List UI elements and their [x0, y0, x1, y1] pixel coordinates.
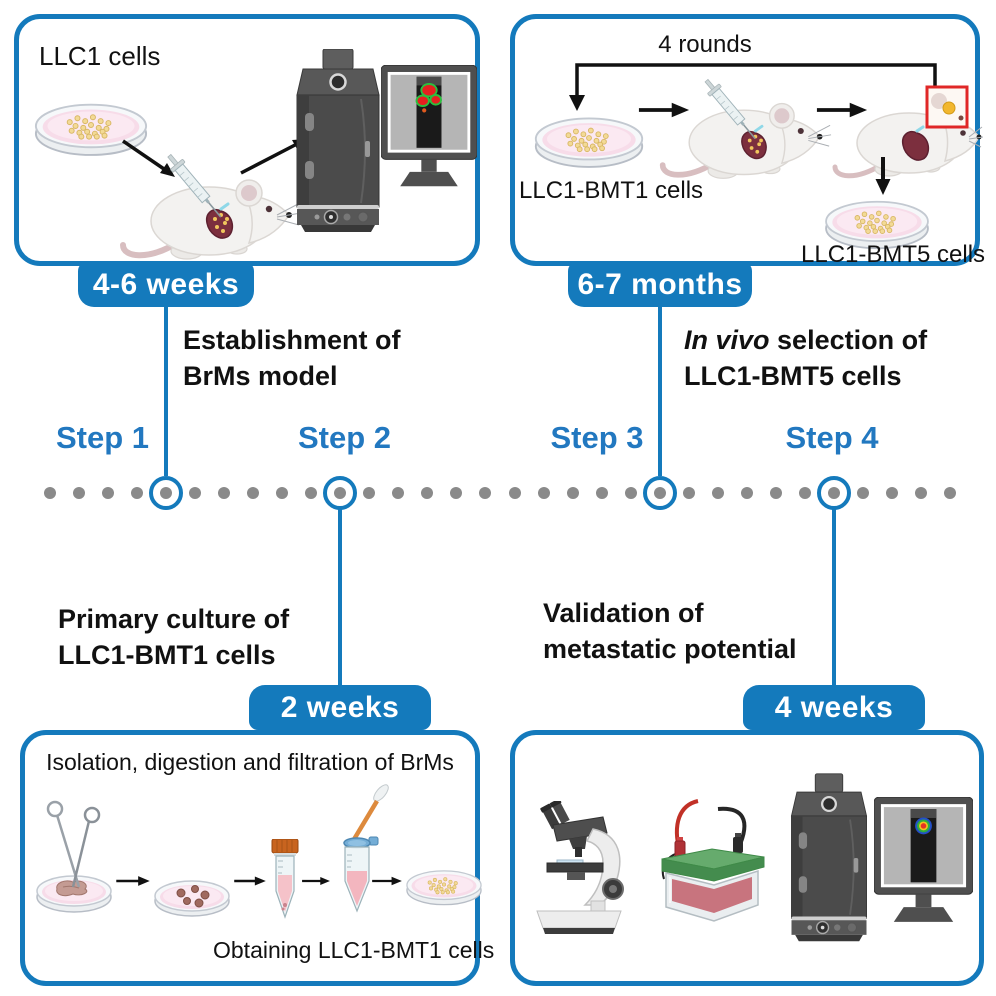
caption-line: Validation of	[543, 598, 704, 628]
timeline-dot	[856, 487, 869, 499]
timeline-dot	[943, 487, 956, 499]
petri-dish-icon	[406, 870, 482, 906]
timeline-dot	[740, 487, 753, 499]
timeline-dot	[44, 487, 56, 499]
timeline-dot	[537, 487, 550, 499]
imaging-system-icon	[295, 49, 381, 233]
caption-line: LLC1-BMT5 cells	[684, 361, 902, 391]
arrow-icon	[115, 875, 151, 887]
timeline-dot	[218, 487, 231, 499]
arrow-icon	[371, 875, 403, 887]
connector-step4	[832, 508, 836, 688]
timeline-node-step2	[323, 476, 357, 510]
duration-badge-step4: 4 weeks	[743, 685, 925, 730]
caption-step4: Validation of metastatic potential	[543, 595, 797, 667]
duration-badge-step3: 6-7 months	[568, 262, 752, 307]
timeline-node-step4	[817, 476, 851, 510]
dissection-dish-icon	[35, 800, 113, 914]
timeline-dot	[131, 487, 144, 499]
arrow-icon	[122, 139, 175, 177]
connector-step3	[658, 304, 662, 476]
microscope-icon	[536, 801, 624, 935]
duration-badge-step1: 4-6 weeks	[78, 262, 254, 307]
caption-line: Primary culture of	[58, 604, 290, 634]
rounds-bracket-icon	[569, 63, 937, 111]
timeline-dot	[247, 487, 260, 499]
timeline-dot	[479, 487, 492, 499]
connector-step1	[164, 304, 168, 476]
caption-line: metastatic potential	[543, 634, 797, 664]
caption-step2: Primary culture of LLC1-BMT1 cells	[58, 601, 289, 673]
timeline-node-step1	[149, 476, 183, 510]
panel-establishment: LLC1 cells	[14, 14, 480, 266]
rounds-label: 4 rounds	[658, 31, 752, 58]
timeline-dot	[276, 487, 289, 499]
timeline-dot	[595, 487, 608, 499]
timeline-dot	[914, 487, 927, 499]
monitor-heatmap-icon	[874, 797, 973, 934]
monitor-bioluminescence-icon	[381, 65, 477, 198]
petri-dish-icon	[534, 117, 644, 168]
step1-label: Step 1	[55, 420, 150, 455]
panel-selection: 4 rounds LLC1-BMT1 cells LLC1-BMT5 cells	[510, 14, 985, 268]
step4-label: Step 4	[785, 420, 879, 455]
caption-line: In vivo selection of	[684, 322, 927, 358]
caption-rest: selection of	[769, 325, 928, 355]
timeline-dot	[885, 487, 898, 499]
timeline-dot	[421, 487, 434, 499]
caption-step3: In vivo selection of LLC1-BMT5 cells	[684, 322, 927, 394]
caption-line: Establishment of	[183, 325, 401, 355]
timeline-dot	[73, 487, 86, 499]
caption-line: BrMs model	[183, 361, 338, 391]
timeline-dot	[363, 487, 376, 499]
timeline-dot	[392, 487, 405, 499]
timeline-dot	[305, 487, 318, 499]
bmt1-cells-label: LLC1-BMT1 cells	[519, 177, 704, 204]
bmt5-cells-label: LLC1-BMT5 cells	[801, 241, 986, 268]
step3-label: Step 3	[550, 420, 644, 455]
panel-validation	[510, 730, 984, 986]
caption-step1: Establishment of BrMs model	[183, 322, 401, 394]
panel-culture: Isolation, digestion and filtration of B…	[20, 730, 494, 986]
timeline-dot	[102, 487, 115, 499]
mouse-injection-icon	[657, 77, 832, 185]
timeline-dot	[566, 487, 579, 499]
orange-cap-tube-icon	[271, 839, 299, 918]
timeline-dot	[711, 487, 724, 499]
timeline-dot	[450, 487, 463, 499]
caption-line: LLC1-BMT1 cells	[58, 640, 276, 670]
culture-result-label: Obtaining LLC1-BMT1 cells	[213, 937, 495, 963]
timeline-dot	[189, 487, 202, 499]
mouse-brain-metastasis-icon	[831, 81, 983, 183]
timeline-dot	[508, 487, 521, 499]
pipette-tube-icon	[333, 779, 393, 921]
tissue-pieces-dish-icon	[153, 861, 231, 919]
duration-badge-step2: 2 weeks	[249, 685, 431, 730]
arrow-icon	[875, 157, 891, 195]
arrow-icon	[233, 875, 267, 887]
electrophoresis-icon	[660, 799, 766, 923]
connector-step2	[338, 508, 342, 688]
imaging-system-icon	[790, 773, 868, 943]
timeline-dot	[769, 487, 782, 499]
timeline-dot	[798, 487, 811, 499]
timeline-node-step3	[643, 476, 677, 510]
timeline-dot	[624, 487, 637, 499]
arrow-icon	[301, 875, 331, 887]
caption-italic: In vivo	[684, 325, 770, 355]
timeline-dot	[682, 487, 695, 499]
step2-label: Step 2	[297, 420, 392, 455]
culture-panel-title: Isolation, digestion and filtration of B…	[46, 749, 454, 775]
llc1-cells-label: LLC1 cells	[39, 41, 161, 71]
